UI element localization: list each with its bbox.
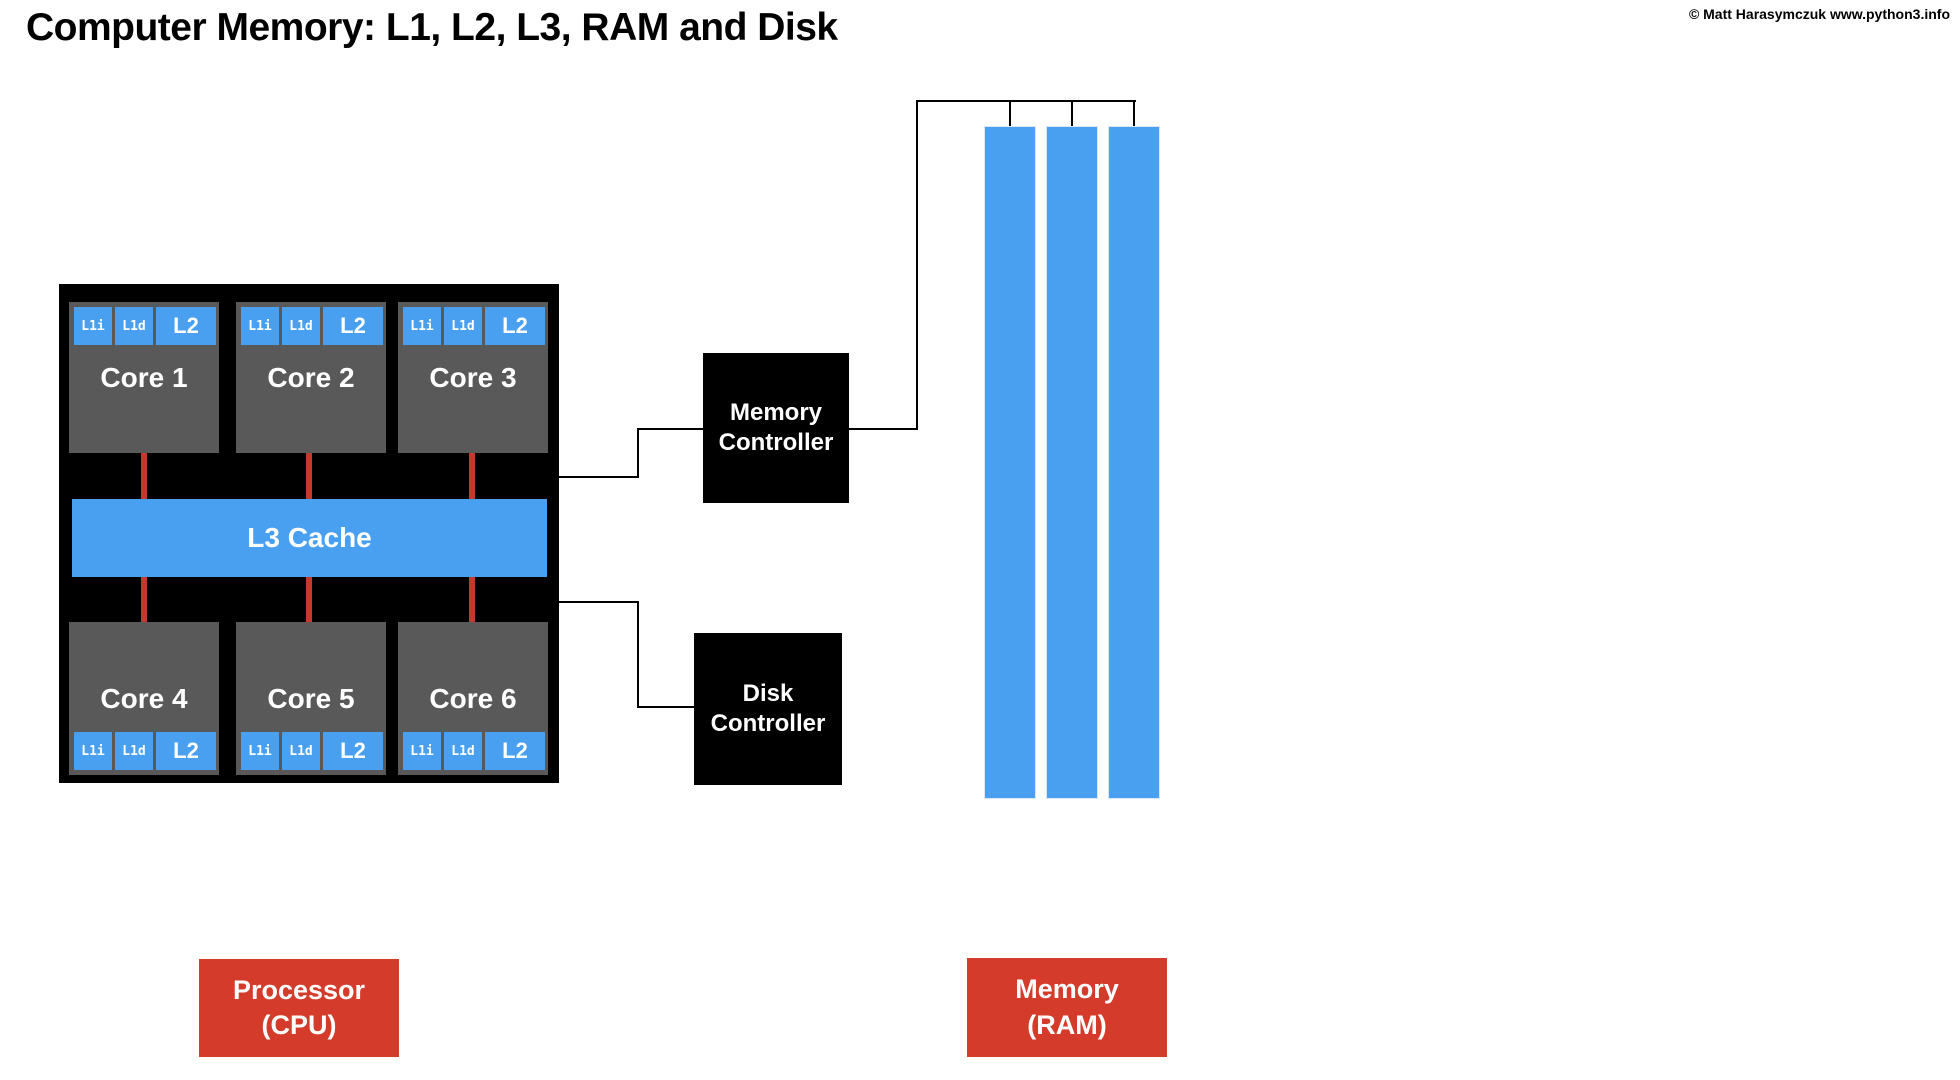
core-6-label: Core 6 bbox=[429, 682, 517, 714]
l2-cache: L2 bbox=[323, 732, 383, 770]
memory-controller: Memory Controller bbox=[703, 353, 849, 503]
ram-stick-2 bbox=[1046, 126, 1098, 799]
wire-ram-drop-1 bbox=[1009, 100, 1011, 127]
l1d-cache: L1d bbox=[282, 307, 320, 345]
disk-controller-line2: Controller bbox=[710, 710, 826, 737]
core-3-label: Core 3 bbox=[429, 361, 517, 393]
l2-cache: L2 bbox=[485, 307, 545, 345]
l2-cache: L2 bbox=[485, 732, 545, 770]
bus-core3-l3 bbox=[469, 453, 475, 499]
copyright-text: © Matt Harasymczuk www.python3.info bbox=[1688, 6, 1950, 22]
wire-ram-drop-3 bbox=[1133, 100, 1135, 127]
l3-cache: L3 Cache bbox=[72, 499, 547, 577]
disk-controller-line1: Disk bbox=[742, 679, 794, 707]
core-2-label: Core 2 bbox=[267, 361, 355, 393]
l1d-cache: L1d bbox=[282, 732, 320, 770]
wire-ram-bus-top bbox=[916, 100, 1136, 102]
core-1: L1i L1d L2 Core 1 bbox=[69, 302, 219, 453]
l1i-cache: L1i bbox=[241, 307, 279, 345]
l1i-cache: L1i bbox=[403, 732, 441, 770]
cpu-package: L1i L1d L2 Core 1 L1i L1d L2 Core 2 L1i … bbox=[59, 284, 559, 783]
processor-label: Processor (CPU) bbox=[199, 959, 399, 1057]
core-3: L1i L1d L2 Core 3 bbox=[398, 302, 548, 453]
core-6-cache-strip: L1i L1d L2 bbox=[403, 732, 545, 770]
memory-label-line1: Memory bbox=[1015, 974, 1119, 1005]
ram-stick-3 bbox=[1108, 126, 1160, 799]
core-4-label: Core 4 bbox=[100, 682, 188, 714]
core-5-cache-strip: L1i L1d L2 bbox=[241, 732, 383, 770]
bus-core1-l3 bbox=[141, 453, 147, 499]
wire-memctrl-ram-h1 bbox=[849, 428, 918, 430]
memory-label: Memory (RAM) bbox=[967, 958, 1167, 1057]
memory-label-line2: (RAM) bbox=[1027, 1009, 1107, 1040]
wire-cpu-diskctrl-v bbox=[637, 601, 639, 708]
l1i-cache: L1i bbox=[241, 732, 279, 770]
core-2: L1i L1d L2 Core 2 bbox=[236, 302, 386, 453]
core-2-cache-strip: L1i L1d L2 bbox=[241, 307, 383, 345]
l2-cache: L2 bbox=[323, 307, 383, 345]
core-1-label: Core 1 bbox=[100, 361, 188, 393]
disk-controller: Disk Controller bbox=[694, 633, 842, 785]
wire-cpu-memctrl-h1 bbox=[557, 476, 638, 478]
wire-cpu-memctrl-h2 bbox=[637, 428, 703, 430]
processor-label-line2: (CPU) bbox=[261, 1010, 337, 1040]
memory-controller-line1: Memory bbox=[729, 398, 823, 426]
bus-core2-l3 bbox=[306, 453, 312, 499]
core-4: Core 4 L1i L1d L2 bbox=[69, 622, 219, 775]
wire-cpu-memctrl-v bbox=[637, 428, 639, 478]
core-1-cache-strip: L1i L1d L2 bbox=[74, 307, 216, 345]
core-5-label: Core 5 bbox=[267, 682, 355, 714]
l2-cache: L2 bbox=[156, 307, 216, 345]
bus-l3-core6 bbox=[469, 577, 475, 622]
l1d-cache: L1d bbox=[115, 732, 153, 770]
l1d-cache: L1d bbox=[444, 732, 482, 770]
l1i-cache: L1i bbox=[403, 307, 441, 345]
wire-memctrl-ram-v bbox=[916, 100, 918, 430]
l1i-cache: L1i bbox=[74, 307, 112, 345]
l1d-cache: L1d bbox=[115, 307, 153, 345]
ram-stick-1 bbox=[984, 126, 1036, 799]
core-4-cache-strip: L1i L1d L2 bbox=[74, 732, 216, 770]
wire-cpu-diskctrl-h2 bbox=[637, 706, 694, 708]
l2-cache: L2 bbox=[156, 732, 216, 770]
page-title: Computer Memory: L1, L2, L3, RAM and Dis… bbox=[26, 6, 838, 49]
wire-ram-drop-2 bbox=[1071, 100, 1073, 127]
l1d-cache: L1d bbox=[444, 307, 482, 345]
core-5: Core 5 L1i L1d L2 bbox=[236, 622, 386, 775]
l1i-cache: L1i bbox=[74, 732, 112, 770]
wire-cpu-diskctrl-h1 bbox=[557, 601, 638, 603]
bus-l3-core5 bbox=[306, 577, 312, 622]
core-6: Core 6 L1i L1d L2 bbox=[398, 622, 548, 775]
core-3-cache-strip: L1i L1d L2 bbox=[403, 307, 545, 345]
memory-controller-line2: Controller bbox=[718, 429, 834, 456]
processor-label-line1: Processor bbox=[232, 974, 366, 1005]
bus-l3-core4 bbox=[141, 577, 147, 622]
